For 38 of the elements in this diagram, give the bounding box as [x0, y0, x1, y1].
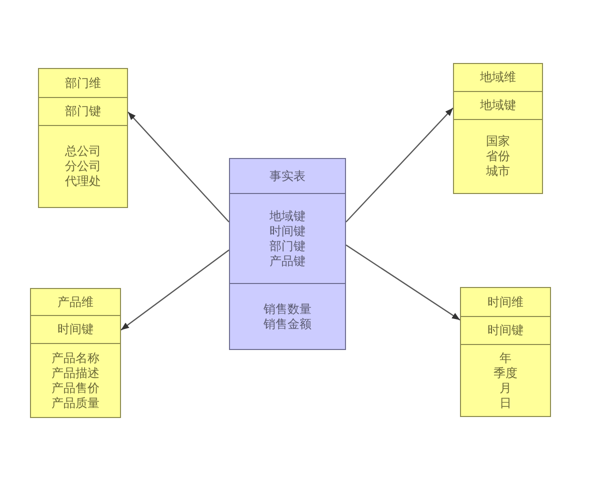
attribute: 产品名称 [52, 350, 100, 366]
dimension-table [460, 287, 551, 417]
key-field: 时间键 [270, 224, 306, 238]
attribute: 省份 [486, 149, 510, 164]
attribute: 代理处 [65, 174, 101, 189]
arrow [128, 112, 230, 222]
attribute: 总公司 [65, 144, 101, 159]
attribute: 产品售价 [52, 380, 100, 396]
dimension-table [30, 288, 121, 418]
key-field: 时间键 [58, 322, 94, 337]
arrow [120, 250, 230, 330]
attribute: 城市 [486, 164, 510, 179]
table-title: 时间维 [488, 294, 524, 310]
key-field: 地域键 [480, 98, 516, 113]
attribute: 日 [500, 396, 512, 410]
table-title: 事实表 [270, 168, 306, 184]
arrow [346, 108, 454, 222]
table-title: 部门维 [65, 76, 101, 90]
key-field: 时间键 [488, 323, 524, 338]
dimension-table [453, 63, 543, 194]
table-title: 产品维 [58, 294, 94, 310]
key-field: 部门键 [65, 104, 101, 119]
attribute: 月 [500, 380, 512, 396]
attribute: 年 [500, 350, 512, 366]
key-field: 产品键 [270, 254, 306, 268]
attribute: 产品描述 [52, 366, 100, 380]
attribute: 季度 [494, 366, 518, 380]
key-field: 部门键 [270, 238, 306, 254]
arrow [346, 244, 460, 320]
attribute: 销售金额 [264, 316, 312, 332]
attribute: 销售数量 [264, 302, 312, 316]
dimension-table [38, 68, 128, 208]
attribute: 产品质量 [52, 396, 100, 410]
table-title: 地域维 [480, 70, 516, 85]
attribute: 分公司 [65, 159, 101, 174]
attribute: 国家 [486, 134, 510, 149]
key-field: 地域键 [270, 208, 306, 224]
fact-table [229, 158, 346, 350]
